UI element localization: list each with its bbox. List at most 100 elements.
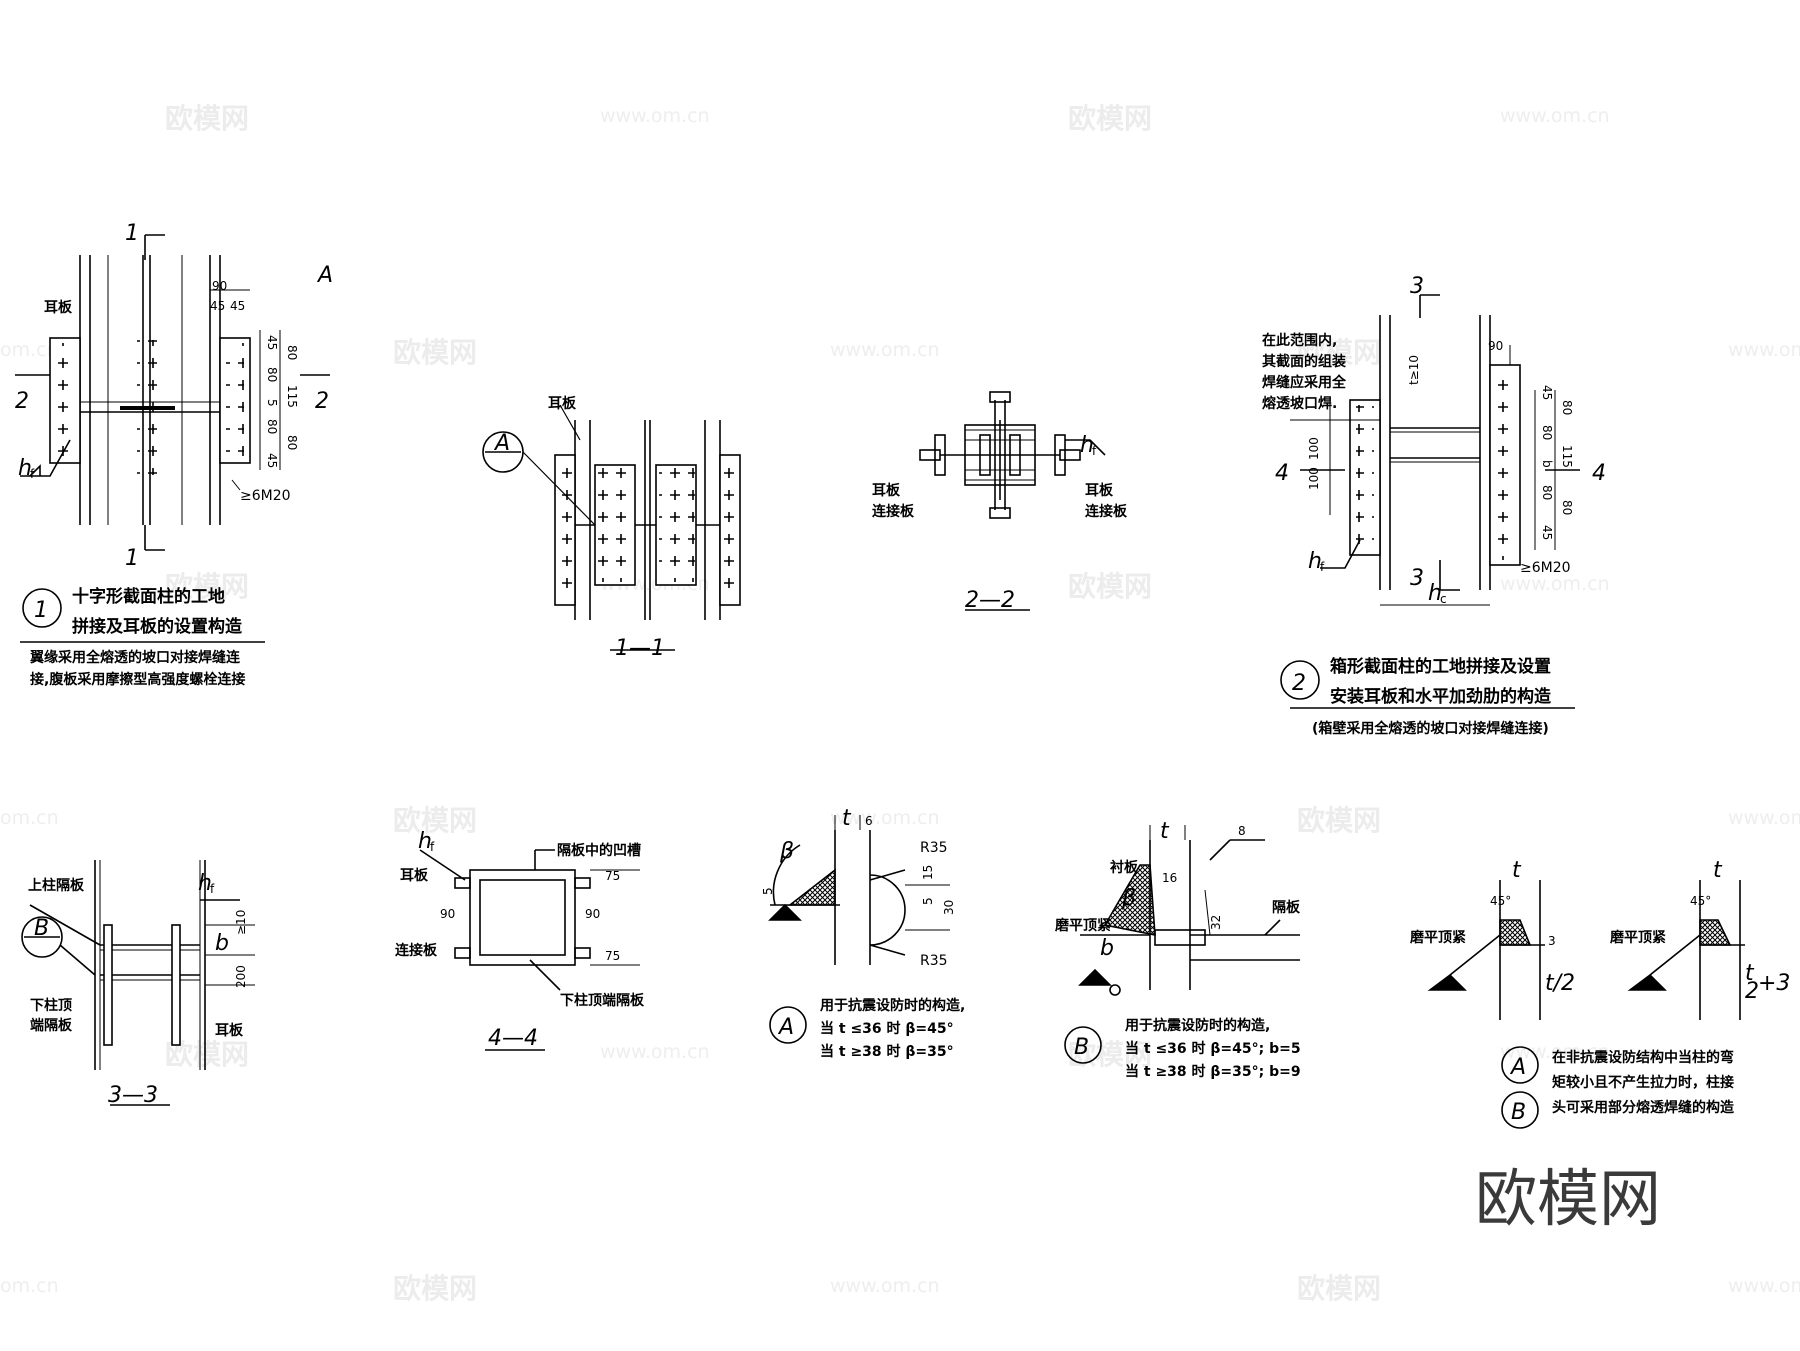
callout-b: B (34, 916, 49, 941)
section-3-3 (21, 860, 255, 1106)
ear-plate-label: 耳板 (44, 299, 73, 316)
detail-2-box-column (1280, 294, 1580, 709)
detail-1-cross-column (15, 234, 330, 551)
angle-beta: β (1121, 886, 1136, 911)
watermark-site: www.om.cn (830, 339, 940, 361)
angle: 45° (1690, 894, 1711, 908)
ear-plate-label: 耳板 (215, 1022, 244, 1039)
bearing-label: 磨平顶紧 (1410, 929, 1466, 946)
watermark-brand: 欧模网 (1068, 102, 1152, 135)
detail-2-title: 安装耳板和水平加劲肋的构造 (1330, 686, 1552, 707)
depth-right-add: +3 (1758, 971, 1790, 996)
detail-a-note: 当 t ≤36 时 β=45° (820, 1020, 954, 1037)
dim-radius: R35 (920, 840, 948, 856)
corner-logo: 欧模网 (1475, 1162, 1661, 1235)
detail-1-labels: 1 1 2 2 A 耳板 h f ≥6M20 90 45 45 45 80 5 … (15, 221, 333, 688)
dim: 90 (440, 907, 455, 921)
ear-plate-label: 耳板 (872, 482, 901, 499)
dim: 15 (921, 865, 935, 880)
note-left: 其截面的组装 (1262, 353, 1347, 370)
bottom-plate-label: 下柱顶端隔板 (560, 992, 645, 1009)
dim: 80 (1540, 485, 1554, 500)
dim: 80 (285, 345, 299, 360)
watermark-site: www.om.cn (600, 105, 710, 127)
weld-symbol: h (1308, 549, 1322, 574)
dim: 80 (265, 419, 279, 434)
section-1-1 (482, 404, 741, 651)
bolt-spec: ≥6M20 (240, 488, 291, 504)
detail-number-circle (22, 588, 62, 628)
detail-1-title: 拼接及耳板的设置构造 (72, 616, 243, 637)
dim: 80 (265, 367, 279, 382)
weld-symbol: h (1080, 433, 1094, 458)
weld-symbol: h (198, 871, 212, 896)
watermark-site: www.om.cn (830, 1275, 940, 1297)
dim: b (1540, 460, 1554, 468)
depth-right-num: t (1745, 961, 1755, 986)
depth-right-den: 2 (1745, 979, 1759, 1004)
section-4-4 (419, 849, 640, 1051)
dim: 200 (234, 965, 248, 988)
dim-t: t (1160, 819, 1170, 844)
detail-b-label: B (1074, 1035, 1089, 1060)
weld-subscript: f (430, 840, 435, 854)
detail-c-label-b: B (1511, 1100, 1526, 1125)
dim: 5 (921, 897, 935, 905)
detail-number: 2 (1292, 671, 1306, 696)
dim: 90 (585, 907, 600, 921)
bearing-label: 磨平顶紧 (1610, 929, 1666, 946)
detail-c-note: 矩较小且不产生拉力时，柱接 (1552, 1074, 1734, 1091)
detail-2-title: 箱形截面柱的工地拼接及设置 (1330, 656, 1551, 677)
upper-plate-label: 上柱隔板 (28, 877, 85, 894)
detail-1-note: 接,腹板采用摩擦型高强度螺栓连接 (30, 671, 245, 688)
dim: 3 (1548, 934, 1556, 948)
detail-c-label-a: A (1509, 1055, 1526, 1080)
section-1-1-label: 1—1 (615, 636, 665, 661)
ear-plate-label: 耳板 (400, 867, 429, 884)
angle: 45° (1490, 894, 1511, 908)
ear-plate-label: 耳板 (1085, 482, 1114, 499)
dim: 5 (761, 887, 775, 895)
watermark-brand: 欧模网 (1297, 1272, 1381, 1305)
dim: 80 (1560, 500, 1574, 515)
section-3-3-label: 3—3 (108, 1083, 158, 1108)
dim: 32 (1209, 915, 1223, 930)
weld-symbol: h (418, 829, 432, 854)
watermark-site: www.om.cn (1728, 807, 1800, 829)
callout-a: A (493, 431, 510, 456)
detail-b-note: 当 t ≥38 时 β=35°; b=9 (1125, 1063, 1301, 1080)
dim: 45 (210, 299, 225, 313)
dim: 6 (865, 814, 873, 828)
dim: b (215, 931, 229, 956)
note-left: 在此范围内, (1262, 332, 1337, 349)
watermark-site: www.om.cn (600, 1041, 710, 1063)
backing-label: 衬板 (1110, 859, 1139, 876)
watermark-site: www.om.cn (1500, 573, 1610, 595)
detail-a-note: 用于抗震设防时的构造, (820, 997, 965, 1014)
dim-b: b (1100, 936, 1114, 961)
dim: 100 (1307, 437, 1321, 460)
corner-letter: A (316, 263, 333, 288)
detail-b (1064, 825, 1300, 1064)
dim: 45 (265, 453, 279, 468)
dim: 80 (1540, 425, 1554, 440)
bearing-label: 磨平顶紧 (1055, 917, 1111, 934)
section-4-mark: 4 (1275, 461, 1289, 486)
connector-label: 连接板 (395, 942, 438, 959)
detail-1-note: 翼缘采用全熔透的坡口对接焊缝连 (29, 649, 241, 666)
dim: 45 (1540, 525, 1554, 540)
watermark-brand: 欧模网 (393, 336, 477, 369)
angle-beta: β (779, 839, 794, 864)
note-left: 熔透坡口焊. (1262, 395, 1337, 412)
dim: 30 (942, 900, 956, 915)
weld-subscript: f (1092, 444, 1097, 458)
detail-c-note: 在非抗震设防结构中当柱的弯 (1552, 1049, 1734, 1066)
weld-subscript: f (210, 882, 215, 896)
section-3-mark: 3 (1410, 274, 1424, 299)
bolt-spec: ≥6M20 (1520, 560, 1571, 576)
ear-plate-label: 耳板 (548, 395, 577, 412)
watermark-site: www.om.cn (1728, 1275, 1800, 1297)
watermark-site: om.cn (0, 807, 59, 829)
